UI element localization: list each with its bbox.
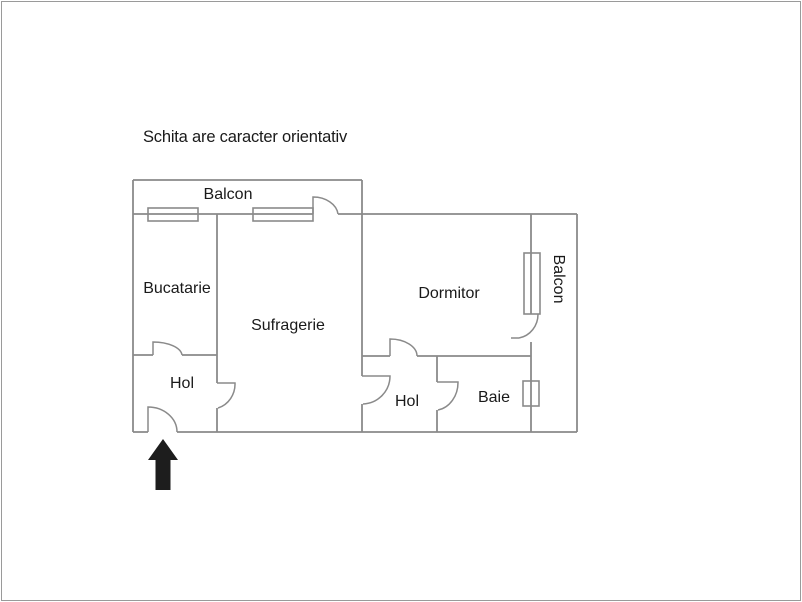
room-label-living-room: Sufragerie — [251, 317, 325, 334]
window-icons — [147, 207, 541, 407]
wall-lines — [132, 179, 578, 433]
room-label-balcony-right: Balcon — [550, 254, 567, 304]
disclaimer-text: Schita are caracter orientativ — [143, 128, 348, 146]
room-label-kitchen: Bucatarie — [143, 280, 211, 297]
entrance-arrow-up-icon — [148, 439, 178, 490]
window-icon — [523, 252, 541, 315]
room-label-hall-small: Hol — [394, 393, 420, 410]
room-label-hall-main: Hol — [169, 375, 195, 392]
door-swing-arc-icons — [147, 196, 539, 433]
room-label-balcony-top: Balcon — [203, 186, 253, 203]
room-label-bedroom: Dormitor — [418, 285, 480, 302]
room-label-bathroom: Baie — [477, 389, 511, 406]
